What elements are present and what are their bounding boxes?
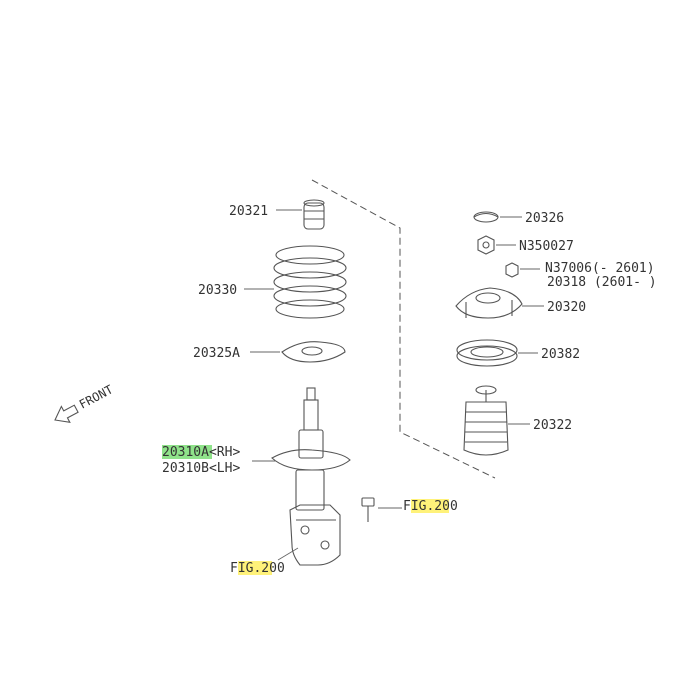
leader-fig-left: [277, 547, 299, 561]
label-20382: 20382: [541, 347, 580, 362]
label-n350027: N350027: [519, 239, 574, 254]
label-n37006: N37006(- 2601): [545, 261, 655, 276]
highlight-20310a: [162, 445, 212, 459]
spring-seat-part: [281, 341, 346, 363]
label-20310a: 20310A<RH>: [162, 445, 240, 460]
highlight-fig-left: [238, 561, 272, 575]
nut-part: [477, 235, 495, 255]
label-20320: 20320: [547, 300, 586, 315]
label-fig-left: FIG.200: [230, 561, 285, 576]
label-front: FRONT: [77, 382, 115, 411]
strut-assembly-part: [271, 387, 351, 566]
strut-mount-part: [455, 287, 523, 319]
cap-part: [473, 211, 499, 223]
label-20326: 20326: [525, 211, 564, 226]
highlight-fig-right: [411, 499, 449, 513]
label-20330: 20330: [198, 283, 237, 298]
assembly-dashed-line: [311, 179, 496, 479]
label-20321: 20321: [229, 204, 268, 219]
label-20310b: 20310B<LH>: [162, 461, 240, 476]
label-20318: 20318 (2601- ): [547, 275, 657, 290]
label-20325a: 20325A: [193, 346, 240, 361]
front-arrow-icon: [54, 404, 79, 424]
strut-bolt-part: [361, 497, 375, 522]
small-nut-part: [505, 262, 519, 278]
dust-boot-part: [463, 385, 509, 456]
label-20322: 20322: [533, 418, 572, 433]
bearing-part: [456, 339, 518, 367]
label-fig-right: FIG.200: [403, 499, 458, 514]
coil-spring-part: [273, 245, 347, 319]
bump-stop-part: [303, 199, 325, 230]
